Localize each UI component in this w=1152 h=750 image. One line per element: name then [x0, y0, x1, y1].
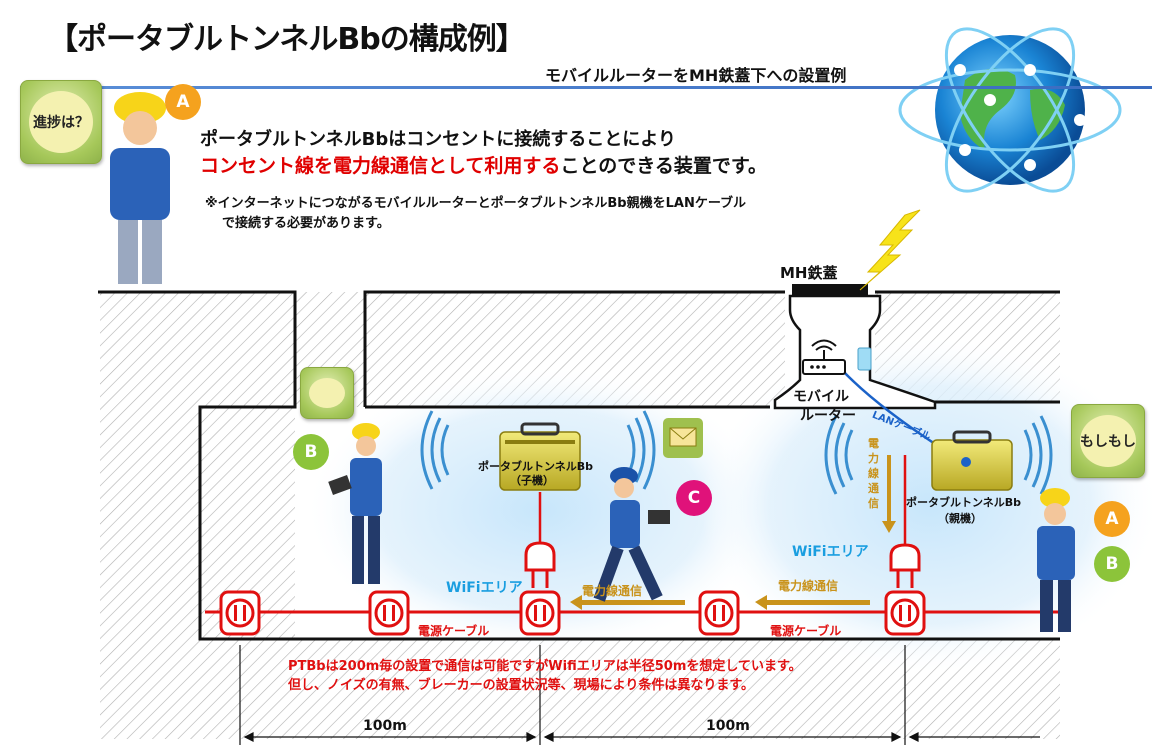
cloud-icon	[309, 378, 345, 408]
badge-c: C	[676, 480, 712, 516]
child-unit-case	[499, 422, 581, 491]
note-line-2: で接続する必要があります。	[222, 216, 390, 231]
distance-label-2: 100m	[706, 718, 750, 734]
plc-vertical-label: 電力線通信	[868, 437, 879, 510]
distance-markers	[239, 645, 1040, 745]
bubble-progress-text: 進捗は？	[33, 115, 89, 131]
mobile-router-label-1: モバイル	[793, 389, 849, 405]
badge-a-top: A	[165, 84, 201, 120]
mh-lid-label: MH鉄蓋	[780, 264, 838, 282]
description-line-1: ポータブルトンネルBbはコンセントに接続することにより	[200, 129, 676, 150]
parent-unit-label-2: （親機）	[938, 512, 982, 525]
description-line-2: コンセント線を電力線通信として利用することのできる装置です。	[200, 151, 767, 178]
plc-arrows	[570, 455, 896, 610]
cloud-icon	[29, 91, 93, 153]
worker-top-left	[110, 92, 170, 284]
description-highlight: コンセント線を電力線通信として利用する	[200, 155, 561, 177]
mobile-router-icon	[802, 339, 872, 375]
badge-b-left: B	[293, 434, 329, 470]
bubble-moshimoshi-text: もしもし	[1080, 434, 1136, 450]
ground-hatching	[100, 292, 1060, 739]
power-cable-label-right: 電源ケーブル	[770, 624, 842, 638]
parent-unit-label-1: ポータブルトンネルBb	[906, 496, 1022, 509]
lightning-icon	[859, 209, 921, 291]
power-cable-label-left: 電源ケーブル	[418, 624, 490, 638]
worker-tablet-left	[328, 423, 382, 584]
wifi-area-label-left: WiFiエリア	[446, 580, 523, 596]
badge-a-right: A	[1094, 501, 1130, 537]
speech-bubble-empty	[300, 367, 354, 419]
outlets	[219, 590, 926, 636]
worker-phone-right	[1037, 488, 1075, 632]
info-line-1: PTBbは200m毎の設置で通信は可能ですがWifiエリアは半径50mを想定して…	[288, 659, 802, 674]
globe-icon	[898, 27, 1122, 193]
mobile-router-label-2: ルーター	[800, 408, 856, 424]
info-box: PTBbは200m毎の設置で通信は可能ですがWifiエリアは半径50mを想定して…	[288, 657, 888, 695]
wifi-waves	[420, 410, 1053, 495]
speech-bubble-progress: 進捗は？	[20, 80, 102, 164]
description-rest: ことのできる装置です。	[560, 155, 767, 177]
note-line-1: ※インターネットにつながるモバイルルーターとポータブルトンネルBb親機をLANケ…	[205, 196, 747, 211]
envelope-icon	[663, 418, 703, 458]
plc-label-right: 電力線通信	[778, 579, 839, 593]
plc-label-left: 電力線通信	[582, 584, 643, 598]
distance-label-1: 100m	[363, 718, 407, 734]
badge-b-right: B	[1094, 546, 1130, 582]
speech-bubble-moshimoshi: もしもし	[1071, 404, 1145, 478]
manhole-shaft	[773, 284, 937, 410]
tunnel-outline	[98, 290, 1060, 641]
wifi-glow-right	[700, 335, 1152, 675]
parent-unit-case	[931, 430, 1013, 491]
info-line-2: 但し、ノイズの有無、ブレーカーの設置状況等、現場により条件は異なります。	[288, 678, 755, 693]
subtitle: モバイルルーターをMH鉄蓋下への設置例	[545, 66, 847, 85]
child-unit-label-1: ポータブルトンネルBb	[478, 460, 594, 473]
title-underline	[20, 86, 1152, 89]
wifi-area-label-right: WiFiエリア	[792, 544, 869, 560]
page-title: 【ポータブルトンネルBbの構成例】	[48, 22, 526, 57]
plugs	[524, 541, 921, 588]
worker-running	[593, 467, 670, 602]
cloud-icon	[1080, 415, 1136, 467]
child-unit-label-2: （子機）	[510, 474, 554, 487]
